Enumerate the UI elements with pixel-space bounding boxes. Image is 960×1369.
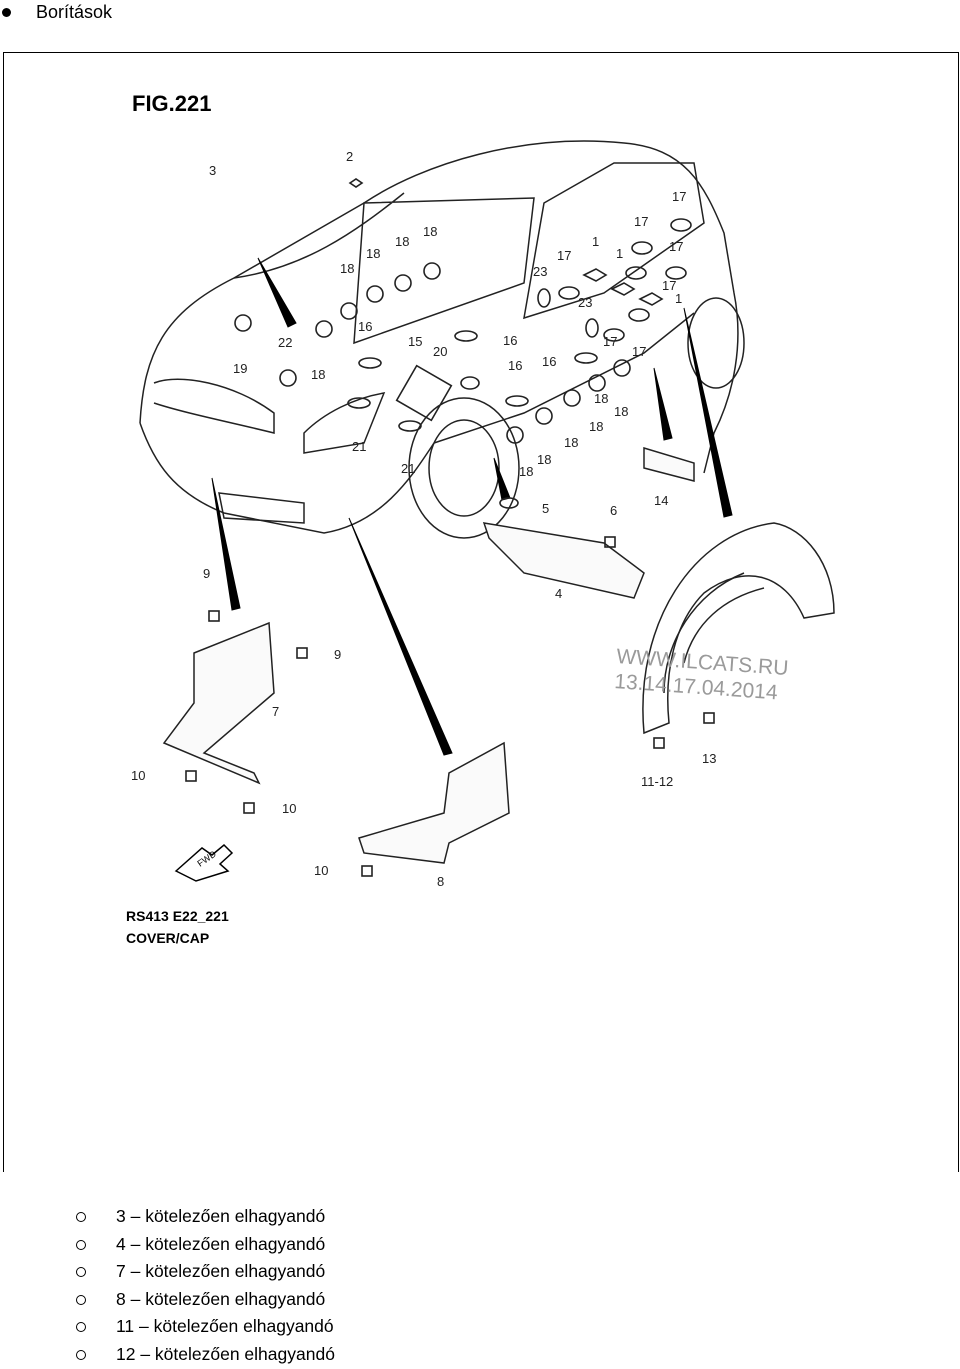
callout-17: 17 xyxy=(672,189,686,204)
callout-19: 19 xyxy=(233,361,247,376)
clip-icons xyxy=(186,179,714,876)
watermark: WWW.ILCATS.RU 13.14.17.04.2014 xyxy=(614,645,789,704)
callout-18: 18 xyxy=(537,452,551,467)
callout-18: 18 xyxy=(589,419,603,434)
fwd-arrow-icon: FWD xyxy=(176,845,232,881)
callout-18: 18 xyxy=(594,391,608,406)
callout-14: 14 xyxy=(654,493,668,508)
circle-bullet-icon xyxy=(76,1267,86,1277)
circle-bullet-icon xyxy=(76,1350,86,1360)
callout-21: 21 xyxy=(352,439,366,454)
callout-22: 22 xyxy=(278,335,292,350)
heading-bullet-icon xyxy=(2,8,11,17)
callout-17: 17 xyxy=(662,278,676,293)
callout-6: 6 xyxy=(610,503,617,518)
note-text: 8 – kötelezően elhagyandó xyxy=(116,1289,325,1309)
circle-bullet-icon xyxy=(76,1212,86,1222)
callout-4: 4 xyxy=(555,586,562,601)
circle-bullet-icon xyxy=(76,1322,86,1332)
callout-10: 10 xyxy=(314,863,328,878)
callout-1: 1 xyxy=(675,291,682,306)
note-text: 4 – kötelezően elhagyandó xyxy=(116,1234,325,1254)
callout-23: 23 xyxy=(533,264,547,279)
section-title: Borítások xyxy=(36,2,112,23)
callout-16: 16 xyxy=(358,319,372,334)
callout-10: 10 xyxy=(282,801,296,816)
callout-18: 18 xyxy=(564,435,578,450)
callout-3: 3 xyxy=(209,163,216,178)
callout-17: 17 xyxy=(557,248,571,263)
note-text: 11 – kötelezően elhagyandó xyxy=(116,1316,334,1336)
callout-18: 18 xyxy=(395,234,409,249)
callout-18: 18 xyxy=(311,367,325,382)
note-text: 3 – kötelezően elhagyandó xyxy=(116,1206,325,1226)
list-item: 12 – kötelezően elhagyandó xyxy=(0,1342,335,1369)
notes-list: 3 – kötelezően elhagyandó 4 – kötelezően… xyxy=(0,1204,335,1369)
note-text: 12 – kötelezően elhagyandó xyxy=(116,1344,335,1364)
callout-15: 15 xyxy=(408,334,422,349)
list-item: 3 – kötelezően elhagyandó xyxy=(0,1204,335,1232)
callout-17: 17 xyxy=(603,334,617,349)
list-item: 11 – kötelezően elhagyandó xyxy=(0,1314,335,1342)
callout-11-12: 11-12 xyxy=(641,774,673,789)
callout-1: 1 xyxy=(592,234,599,249)
callout-9: 9 xyxy=(203,566,210,581)
fig-label: FIG.221 xyxy=(132,91,211,116)
callout-16: 16 xyxy=(508,358,522,373)
callout-5: 5 xyxy=(542,501,549,516)
note-text: 7 – kötelezően elhagyandó xyxy=(116,1261,325,1281)
callout-18: 18 xyxy=(423,224,437,239)
callout-21: 21 xyxy=(401,461,415,476)
callout-17: 17 xyxy=(634,214,648,229)
callout-1: 1 xyxy=(616,246,623,261)
callout-18: 18 xyxy=(366,246,380,261)
callout-17: 17 xyxy=(632,344,646,359)
callout-20: 20 xyxy=(433,344,447,359)
callout-18: 18 xyxy=(519,464,533,479)
callout-17: 17 xyxy=(669,239,683,254)
list-item: 8 – kötelezően elhagyandó xyxy=(0,1287,335,1315)
list-item: 7 – kötelezően elhagyandó xyxy=(0,1259,335,1287)
section-heading: Borítások xyxy=(0,0,112,24)
callout-16: 16 xyxy=(542,354,556,369)
parts-diagram-frame: FIG.221 xyxy=(3,52,959,1172)
diagram-code: RS413 E22_221 xyxy=(126,908,229,924)
car-body-illustration xyxy=(140,141,744,538)
diagram-caption: COVER/CAP xyxy=(126,930,209,946)
callout-18: 18 xyxy=(340,261,354,276)
list-item: 4 – kötelezően elhagyandó xyxy=(0,1232,335,1260)
callout-7: 7 xyxy=(272,704,279,719)
circle-bullet-icon xyxy=(76,1295,86,1305)
callout-13: 13 xyxy=(702,751,716,766)
callout-2: 2 xyxy=(346,149,353,164)
callout-23: 23 xyxy=(578,295,592,310)
callout-16: 16 xyxy=(503,333,517,348)
callout-8: 8 xyxy=(437,874,444,889)
callout-10: 10 xyxy=(131,768,145,783)
parts-diagram: FIG.221 xyxy=(4,53,960,1173)
callout-18: 18 xyxy=(614,404,628,419)
circle-bullet-icon xyxy=(76,1240,86,1250)
callout-9: 9 xyxy=(334,647,341,662)
